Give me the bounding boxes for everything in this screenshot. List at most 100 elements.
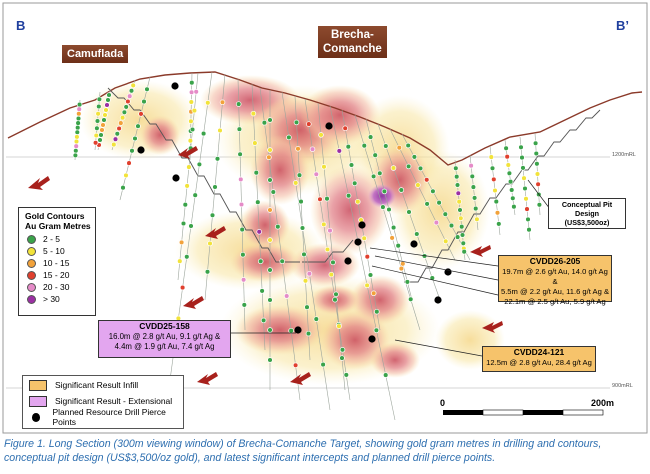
drill-sample-dot <box>380 204 386 210</box>
drill-sample-dot <box>520 165 526 171</box>
callout-cvdd24-121: CVDD24-121 12.5m @ 2.8 g/t Au, 28.4 g/t … <box>482 346 596 372</box>
drill-sample-dot <box>364 282 370 289</box>
drill-sample-dot <box>75 120 81 126</box>
callout-cvdd25-158: CVDD25-158 16.0m @ 2.8 g/t Au, 9.1 g/t A… <box>98 320 231 358</box>
drill-sample-dot <box>196 161 203 168</box>
drill-sample-dot <box>468 162 474 169</box>
drill-sample-dot <box>472 205 479 212</box>
drill-sample-dot <box>105 97 111 103</box>
drill-sample-dot <box>144 86 150 93</box>
drill-sample-dot <box>405 163 412 170</box>
drill-sample-dot <box>292 362 299 369</box>
drill-trace <box>251 83 266 351</box>
drill-sample-dot <box>373 327 380 334</box>
drill-sample-dot <box>74 124 81 131</box>
drill-sample-dot <box>534 161 540 167</box>
callout-line: 5.5m @ 2.2 g/t Au, 11.6 g/t Ag & <box>500 287 610 296</box>
drill-sample-dot <box>318 132 324 138</box>
drill-sample-dot <box>126 160 132 166</box>
drill-sample-dot <box>270 189 277 195</box>
legend-label: 20 - 30 <box>43 282 70 292</box>
drill-sample-dot <box>364 253 371 260</box>
drill-sample-dot <box>518 144 524 151</box>
legend-item: 15 - 20 <box>19 269 95 281</box>
drill-sample-dot <box>125 98 131 105</box>
drill-sample-dot <box>184 183 190 189</box>
drill-sample-dot <box>94 118 101 124</box>
drill-sample-dot <box>94 125 100 132</box>
drill-sample-dot <box>470 184 477 190</box>
camuflada-title: Camuflada <box>62 45 129 63</box>
drill-sample-dot <box>336 323 342 329</box>
drill-sample-dot <box>424 201 430 207</box>
callout-line: 12.5m @ 2.8 g/t Au, 28.4 g/t Ag <box>486 358 592 367</box>
camuflada-text: Camuflada <box>67 48 124 60</box>
drill-sample-dot <box>239 226 245 233</box>
drill-sample-dot <box>370 290 377 297</box>
drill-sample-dot <box>267 117 273 123</box>
drill-sample-dot <box>179 284 186 291</box>
drill-sample-dot <box>306 270 313 277</box>
drill-sample-dot <box>191 107 198 114</box>
drill-sample-dot <box>508 187 515 193</box>
drill-sample-dot <box>111 141 117 148</box>
drill-sample-dot <box>417 165 424 172</box>
drill-sample-dot <box>333 291 339 298</box>
drill-sample-dot <box>76 101 83 108</box>
callout-hole-id: CVDD26-205 <box>529 256 581 266</box>
drill-sample-dots <box>72 79 543 378</box>
drill-sample-dot <box>321 221 327 228</box>
drill-sample-dot <box>324 246 331 253</box>
drill-sample-dot <box>286 134 292 141</box>
drill-sample-dot <box>523 196 529 202</box>
scale-bar <box>443 409 604 416</box>
drill-sample-dot <box>398 265 405 272</box>
drill-sample-dot <box>214 156 221 162</box>
drill-sample-dot <box>474 216 480 223</box>
drill-sample-dot <box>355 198 361 205</box>
drill-sample-dot <box>204 269 211 275</box>
drill-sample-dot <box>342 125 348 132</box>
figure-caption: Figure 1. Long Section (300m viewing win… <box>4 438 602 464</box>
drill-sample-dot <box>367 272 374 278</box>
drill-sample-dot <box>433 219 440 226</box>
drill-sample-dot <box>458 223 465 230</box>
legend-label: 10 - 15 <box>43 258 70 268</box>
planned-pierce-points <box>137 82 452 343</box>
legend-dot <box>27 270 36 280</box>
rl-1200-label: 1200mRL <box>612 152 636 158</box>
callout-line: 4.4m @ 1.9 g/t Au, 7.4 g/t Ag <box>114 342 215 351</box>
drill-sample-dot <box>535 181 541 188</box>
drill-sample-dot <box>259 288 265 294</box>
callout-leaders <box>230 179 551 357</box>
drill-sample-dot <box>400 261 406 267</box>
drill-sample-dot <box>188 118 194 125</box>
drill-sample-dot <box>396 144 403 151</box>
drill-sample-dot <box>507 178 514 185</box>
drill-sample-dot <box>457 207 463 213</box>
drill-sample-dot <box>302 278 309 284</box>
drill-sample-dot <box>238 176 244 183</box>
drill-sample-dot <box>97 137 103 143</box>
drill-sample-dot <box>261 119 268 126</box>
drill-sample-dot <box>141 98 147 105</box>
drill-sample-dot <box>407 296 414 303</box>
drill-sample-dot <box>114 131 121 137</box>
drill-sample-dot <box>217 127 223 134</box>
legend-dot <box>27 282 36 292</box>
direction-arrows <box>28 146 503 385</box>
key-label: Significant Result - Extensional <box>55 396 173 406</box>
drill-sample-dot <box>102 112 108 118</box>
drill-sample-dot <box>266 154 272 161</box>
drill-sample-dot <box>267 237 273 243</box>
drill-sample-dot <box>74 134 80 140</box>
drill-sample-dot <box>138 111 144 117</box>
drill-sample-dot <box>177 258 183 264</box>
drill-sample-dot <box>73 148 79 154</box>
key-swatch <box>29 379 47 391</box>
drill-sample-dot <box>96 103 102 110</box>
drill-sample-dot <box>389 235 395 241</box>
drill-sample-dot <box>116 125 122 132</box>
drill-sample-dot <box>104 102 110 108</box>
drill-trace <box>504 139 516 216</box>
